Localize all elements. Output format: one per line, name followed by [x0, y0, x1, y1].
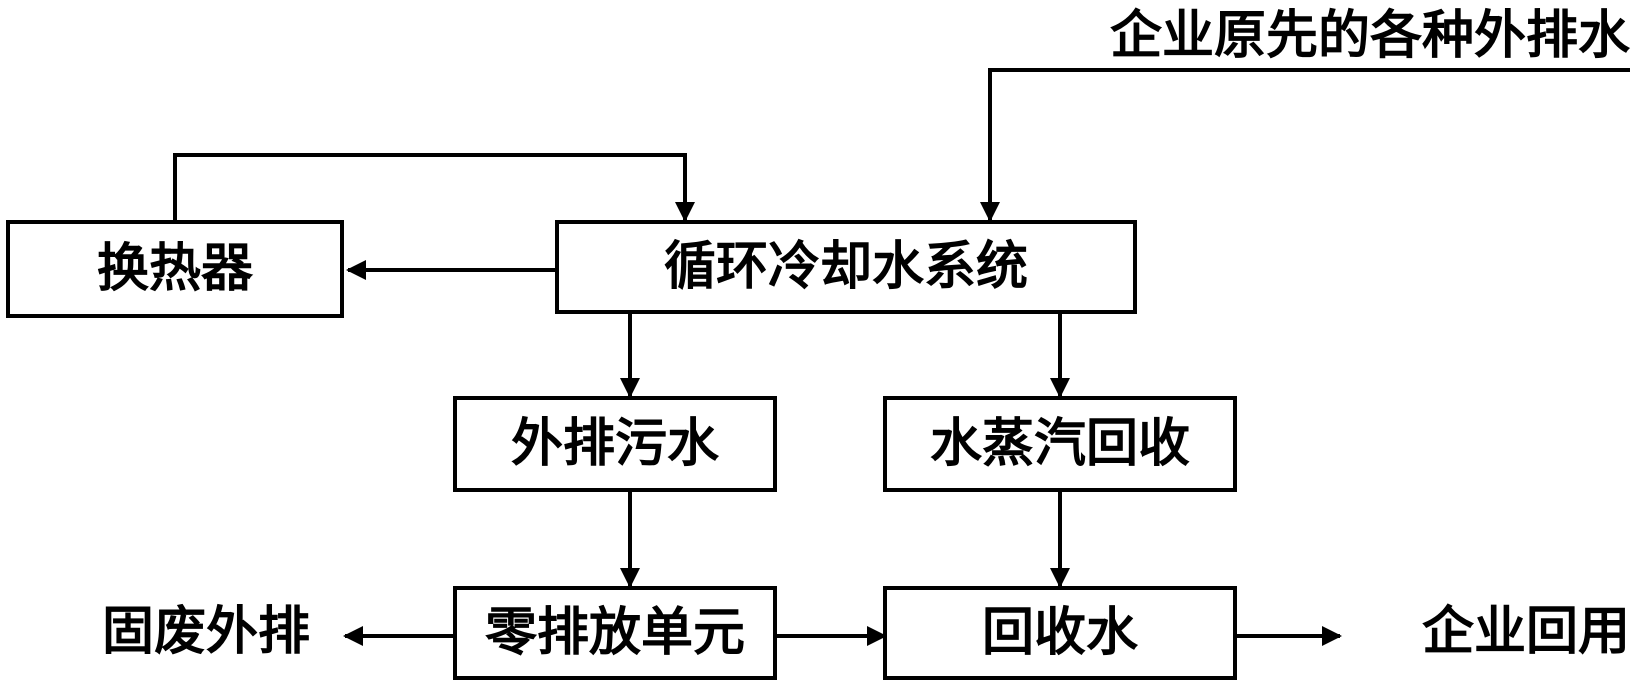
heat-exchanger-label: 换热器	[97, 239, 254, 299]
steam-recovery-label: 水蒸汽回收	[930, 414, 1190, 474]
zld-unit-box	[453, 586, 777, 680]
wastewater-label: 外排污水	[511, 414, 720, 474]
zld-unit-label: 零排放单元	[485, 603, 745, 663]
recovered-water-box	[883, 586, 1237, 680]
wastewater-box	[453, 396, 777, 492]
solid-waste-label: 固废外排	[102, 602, 310, 662]
cooling-system-label: 循环冷却水系统	[664, 237, 1028, 297]
reuse-label: 企业回用	[1422, 602, 1630, 662]
source-input-label: 企业原先的各种外排水	[1110, 6, 1631, 66]
heat-exchanger-box	[6, 220, 344, 318]
steam-recovery-box	[883, 396, 1237, 492]
recovered-water-label: 回收水	[982, 603, 1139, 663]
source-input-arrow	[980, 68, 1630, 222]
cooling-system-box	[555, 220, 1137, 314]
loop-arrow-heat-to-cooling	[173, 153, 695, 222]
